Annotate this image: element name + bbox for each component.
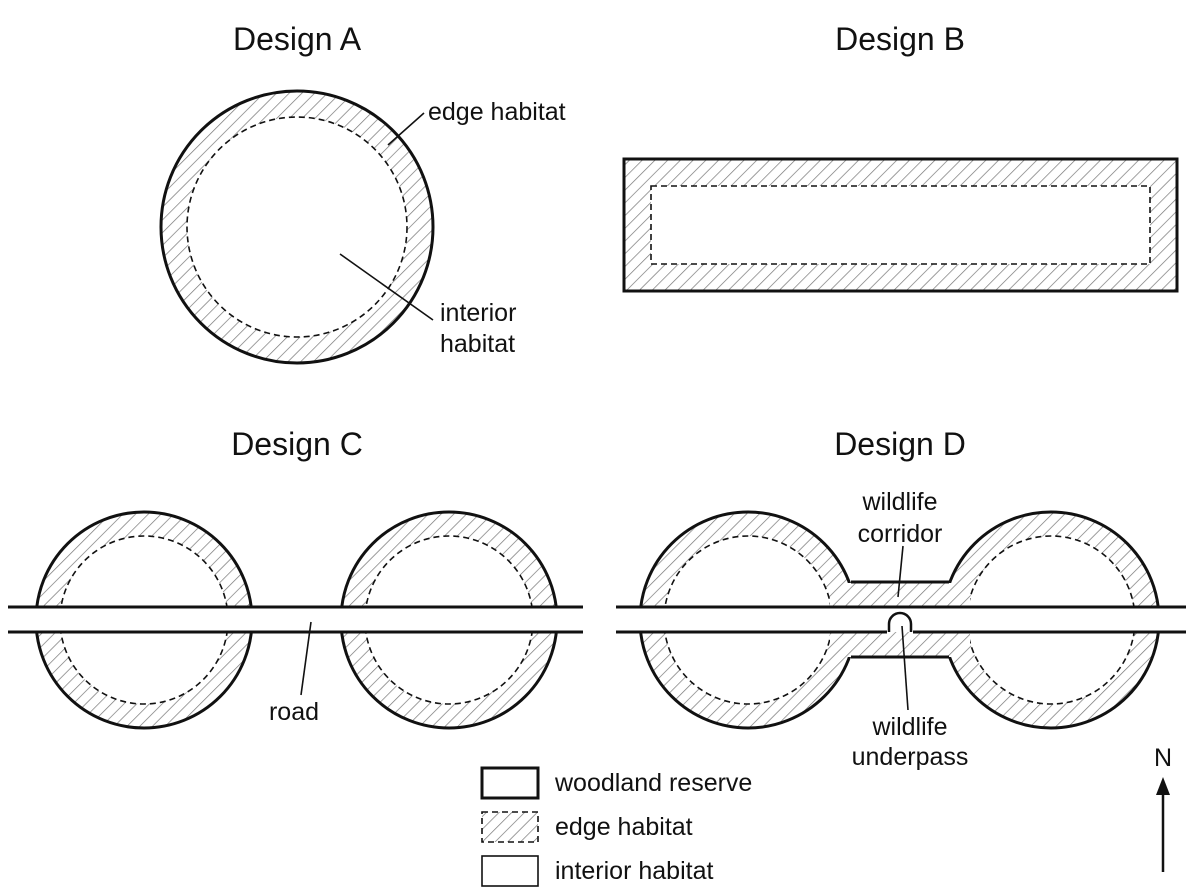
legend-label-interior: interior habitat (555, 857, 713, 885)
legend-label-edge: edge habitat (555, 813, 693, 841)
north-arrow-head (1156, 777, 1170, 795)
design-a: Design A edge habitat interior habitat (159, 21, 566, 365)
design-c-title: Design C (231, 426, 363, 462)
design-d: Design D wildlife corridor wildlife unde… (616, 426, 1186, 771)
edge-habitat-leader (387, 112, 425, 146)
wildlife-underpass (887, 611, 913, 632)
design-b-interior (650, 185, 1151, 265)
interior-habitat-leader (339, 253, 434, 321)
design-c: Design C road (8, 426, 583, 730)
design-b: Design B (622, 21, 1179, 293)
interior-habitat-label-line1: interior (440, 299, 516, 327)
underpass-label-line1: wildlife (871, 713, 947, 741)
road-label: road (269, 698, 319, 726)
underpass-leader (901, 625, 909, 711)
design-c-south-halves (35, 632, 558, 730)
legend-label-woodland: woodland reserve (554, 769, 752, 797)
corridor-label-line2: corridor (858, 520, 943, 548)
design-d-south-halves (639, 632, 1160, 730)
legend-swatch-interior (481, 855, 539, 887)
north-label: N (1154, 744, 1172, 772)
design-d-title: Design D (834, 426, 966, 462)
legend: woodland reserve edge habitat interior h… (480, 766, 752, 887)
underpass-label-line2: underpass (852, 743, 969, 771)
interior-habitat-label-line2: habitat (440, 330, 515, 358)
legend-swatch-edge (481, 811, 539, 843)
corridor-label-line1: wildlife (861, 488, 937, 516)
edge-habitat-label: edge habitat (428, 98, 566, 126)
design-a-title: Design A (233, 21, 362, 57)
north-arrow: N (1154, 744, 1172, 872)
design-b-title: Design B (835, 21, 965, 57)
design-c-north-halves (35, 510, 558, 607)
legend-swatch-woodland (480, 766, 540, 800)
corridor-leader (897, 545, 904, 598)
road-leader (300, 621, 312, 696)
design-d-north-halves (639, 510, 1160, 607)
design-a-interior (186, 116, 408, 338)
